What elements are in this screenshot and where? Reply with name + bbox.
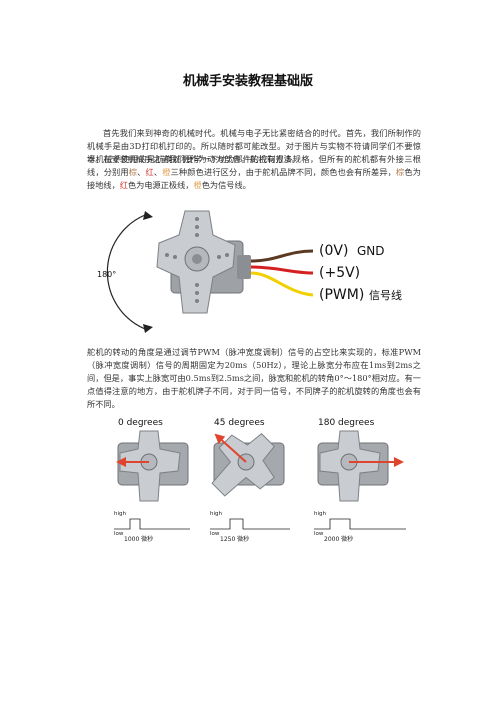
text: 色为信号线。 [201, 180, 251, 190]
low-label: low [210, 531, 220, 537]
text: 色为电源正极线， [127, 180, 194, 190]
panel-heading: 180 degrees [318, 418, 375, 428]
arc-arrowhead [143, 324, 153, 333]
high-label: high [114, 511, 127, 517]
low-label: low [114, 531, 124, 537]
arc-arrowhead [143, 211, 153, 220]
red-word: 红 [119, 180, 128, 190]
panel-heading: 0 degrees [118, 418, 163, 428]
panel-45-degrees: 45 degrees high low 1250 微秒 [210, 418, 290, 543]
low-label: low [314, 531, 324, 537]
document-title: 机械手安装教程基础版 [182, 74, 313, 89]
orange-word: 橙 [162, 167, 171, 177]
intro-paragraph: 首先我们来到神奇的机械时代。机械与电子无比紧密结合的时代。首先，我们所制作的机械… [87, 128, 421, 164]
gnd-paren-label: (0V) [319, 243, 348, 259]
gnd-label: GND [357, 244, 385, 258]
signal-label: 信号线 [369, 288, 402, 302]
signal-wire [250, 271, 314, 297]
horn-holes [165, 217, 229, 303]
direction-arrow [214, 433, 247, 463]
horn-screw [192, 254, 202, 264]
angle-label: 180° [97, 270, 116, 279]
pwm-paren-label: (PWM) [319, 287, 364, 303]
pwm-pulse [114, 518, 190, 530]
power-label: (+5V) [319, 265, 360, 281]
wire-colors-paragraph: 本机械手使用的是航模舵机作为动力部件。舵机有很多规格，但所有的舵机都有外接三根线… [87, 153, 421, 192]
text: 三种颜色进行区分，由于舵机品牌不同，颜色也会有所差异， [170, 167, 397, 177]
text: 、 [137, 167, 146, 177]
panel-0-degrees: 0 degrees high low 1000 微秒 [114, 418, 190, 543]
orange-word: 橙 [193, 180, 202, 190]
high-label: high [314, 511, 327, 517]
pwm-angle-illustration: 0 degrees high low 1000 微秒 45 degrees hi… [114, 418, 406, 543]
high-label: high [210, 511, 223, 517]
text: 、 [153, 167, 163, 177]
pulse-width-label: 2000 微秒 [324, 535, 353, 543]
text: 本机械手使用的是航模舵机作为动力部件。舵机有很多规格，但所有的舵机都有外接三根线… [87, 154, 421, 177]
power-wire [250, 265, 314, 275]
pulse-width-label: 1000 微秒 [124, 535, 153, 543]
brown-word: 棕 [128, 167, 138, 177]
ground-wire [250, 249, 314, 263]
pulse-width-label: 1250 微秒 [220, 535, 249, 543]
servo-tab [237, 255, 251, 279]
servo-wires [250, 249, 314, 297]
servo-wiring-figure: 180° (0V) GND (+5V) (PWM) 信号线 [87, 193, 421, 335]
rotation-arc [106, 214, 146, 330]
red-word: 红 [145, 167, 154, 177]
pwm-paragraph: 舵机的转动的角度是通过调节PWM（脉冲宽度调制）信号的占空比来实现的，标准PWM… [87, 347, 421, 409]
servo-wiring-illustration: 180° (0V) GND (+5V) (PWM) 信号线 [97, 210, 402, 333]
pwm-angle-figure: 0 degrees high low 1000 微秒 45 degrees hi… [110, 415, 410, 543]
brown-word: 棕 [396, 167, 405, 177]
panel-heading: 45 degrees [214, 418, 265, 428]
pwm-pulse [210, 518, 290, 530]
text: 色为接地线， [87, 167, 421, 190]
panel-180-degrees: 180 degrees high low 2000 微秒 [314, 418, 406, 543]
pwm-pulse [314, 518, 406, 530]
